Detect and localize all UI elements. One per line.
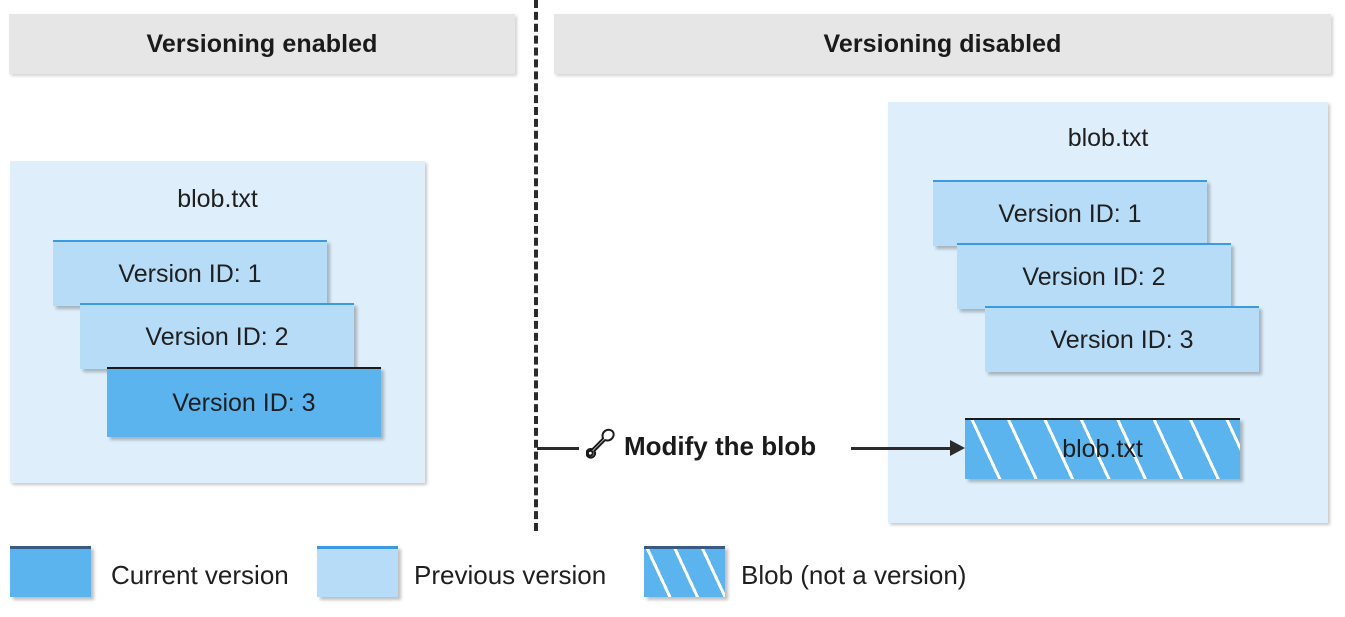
right-version-box-2-label: Version ID: 2 (1022, 262, 1166, 291)
panel-header-versioning-enabled: Versioning enabled (9, 14, 515, 74)
blob-container-left-title: blob.txt (177, 185, 258, 213)
right-version-box-1-label: Version ID: 1 (998, 199, 1142, 228)
panel-header-versioning-disabled: Versioning disabled (554, 14, 1331, 74)
right-version-box-3: Version ID: 3 (985, 306, 1259, 372)
modify-arrow-head (950, 440, 965, 456)
wrench-icon (585, 428, 618, 464)
modify-arrow-shaft (851, 447, 955, 450)
panel-header-right-label: Versioning disabled (823, 29, 1062, 58)
left-version-box-1: Version ID: 1 (53, 240, 327, 306)
legend-swatch-current-version (10, 546, 91, 597)
legend-label-current-version: Current version (111, 560, 289, 590)
right-blob-label: blob.txt (1062, 435, 1143, 463)
left-version-box-2: Version ID: 2 (80, 303, 354, 369)
left-version-box-3-current: Version ID: 3 (107, 367, 381, 437)
left-version-box-1-label: Version ID: 1 (118, 259, 262, 288)
legend-swatch-previous-version (317, 546, 398, 597)
panel-header-left-label: Versioning enabled (146, 29, 378, 58)
modify-connector-line (537, 447, 579, 450)
legend-swatch-blob-not-a-version (644, 546, 725, 597)
right-version-box-1: Version ID: 1 (933, 180, 1207, 246)
right-blob-not-a-version: blob.txt (965, 418, 1240, 479)
right-version-box-2: Version ID: 2 (957, 243, 1231, 309)
left-version-box-3-label: Version ID: 3 (172, 388, 316, 417)
modify-the-blob-label: Modify the blob (624, 431, 817, 461)
left-version-box-2-label: Version ID: 2 (145, 322, 289, 351)
right-version-box-3-label: Version ID: 3 (1050, 325, 1194, 354)
panel-divider (534, 0, 538, 531)
legend-label-previous-version: Previous version (414, 560, 607, 590)
legend-label-blob-not-a-version: Blob (not a version) (741, 560, 967, 590)
blob-container-right-title: blob.txt (1067, 124, 1149, 152)
